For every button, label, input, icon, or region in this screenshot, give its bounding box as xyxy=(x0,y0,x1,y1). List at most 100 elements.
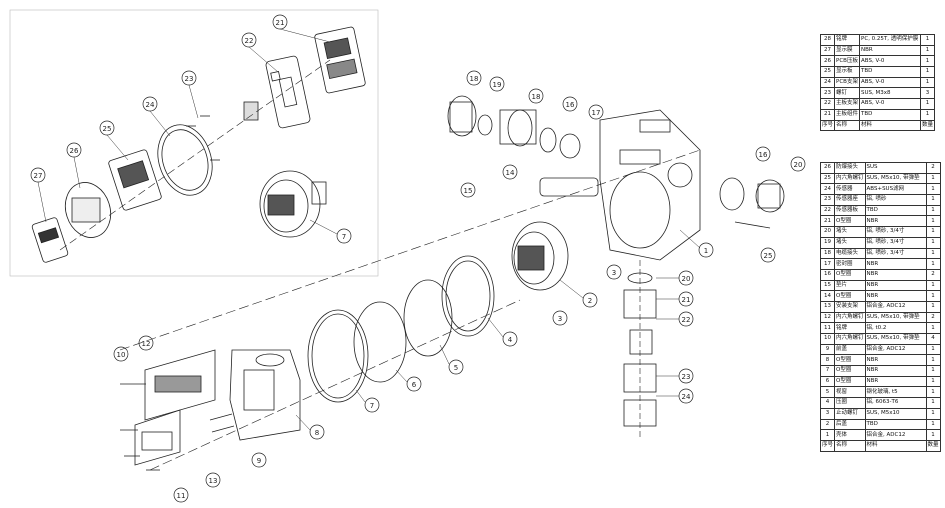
bom-cell-name: 内六角螺钉 xyxy=(834,172,866,185)
bom-cell-name: 安装支架 xyxy=(834,300,866,313)
callout-9: 9 xyxy=(251,452,267,468)
svg-text:15: 15 xyxy=(464,187,473,195)
bom-cell-no: 2 xyxy=(819,418,836,431)
cable-gland xyxy=(499,109,537,147)
bom-cell-material: 铝, 喷砂, 3/4寸 xyxy=(864,247,927,260)
bom-cell-qty: 1 xyxy=(925,322,941,334)
bom-cell-name: PCB压板 xyxy=(834,55,861,68)
bom-cell-material: TBD xyxy=(864,418,927,431)
bom-cell-material: ABS+SUS滤网 xyxy=(864,183,927,196)
bom-row: 序号名称材料数量 xyxy=(819,119,936,132)
callout-2: 2 xyxy=(582,292,598,308)
bom-cell-name: O型圈 xyxy=(834,354,866,367)
bom-cell-qty: 3 xyxy=(920,87,936,100)
bom-cell-qty: 1 xyxy=(925,418,941,431)
bom-cell-qty: 1 xyxy=(920,76,936,89)
bom-cell-material: SUS, M5x10, 带弹垫 xyxy=(864,311,927,324)
bom-cell-no: 1 xyxy=(819,429,836,441)
bom-cell-qty: 1 xyxy=(925,279,941,292)
bom-cell-no: 15 xyxy=(819,279,836,292)
bom-cell-name: O型圈 xyxy=(834,375,866,388)
svg-text:22: 22 xyxy=(682,316,691,324)
callout-1: 1 xyxy=(698,242,714,258)
svg-text:23: 23 xyxy=(185,75,194,83)
inset-assembled-view xyxy=(259,170,327,238)
bom-cell-no: 23 xyxy=(819,87,836,100)
bom-cell-name: 显示膜 xyxy=(834,44,861,57)
callout-7: 7 xyxy=(364,397,380,413)
bom-cell-qty: 1 xyxy=(925,343,941,356)
bom-cell-qty: 1 xyxy=(925,226,941,238)
svg-text:27: 27 xyxy=(34,172,43,180)
bom-cell-name: 内六角螺钉 xyxy=(834,333,866,345)
svg-text:8: 8 xyxy=(315,429,319,437)
bom-cell-no: 21 xyxy=(819,108,836,121)
bom-cell-qty: 1 xyxy=(925,354,941,367)
callout-20a: 20 xyxy=(790,156,806,172)
bom-cell-qty: 1 xyxy=(925,407,941,420)
bom-cell-name: 螺钉 xyxy=(834,87,861,100)
bom-cell-qty: 1 xyxy=(925,215,941,228)
screws-10 xyxy=(120,383,160,471)
bom-cell-name: PCB支架 xyxy=(834,76,861,89)
bom-cell-qty: 1 xyxy=(925,386,941,399)
svg-text:16: 16 xyxy=(759,151,768,159)
bom-cell-material: SUS, M5x10 xyxy=(864,407,927,420)
svg-text:20: 20 xyxy=(794,161,803,169)
bom-cell-material: NBR xyxy=(864,375,927,388)
bom-cell-no: 12 xyxy=(819,311,836,324)
bom-cell-name: 内六角螺钉 xyxy=(834,311,866,324)
bom-cell-qty: 1 xyxy=(920,98,936,110)
inset-pcb-bracket xyxy=(157,124,213,196)
bom-cell-no: 22 xyxy=(819,204,836,217)
svg-text:7: 7 xyxy=(370,402,374,410)
bom-cell-no: 19 xyxy=(819,236,836,249)
window-5 xyxy=(403,279,453,357)
bom-cell-name: 堵头 xyxy=(834,236,866,249)
bom-cell-qty: 1 xyxy=(925,194,941,206)
callout-24: 24 xyxy=(678,388,694,404)
inset-callout-27: 27 xyxy=(30,167,46,183)
nameplate xyxy=(134,409,181,466)
bom-cell-name: 显示板 xyxy=(834,66,861,78)
svg-text:19: 19 xyxy=(493,81,502,89)
inset-display-film xyxy=(31,217,69,263)
bom-cell-no: 10 xyxy=(819,333,836,345)
svg-text:1: 1 xyxy=(704,247,708,255)
bom-cell-qty: 1 xyxy=(925,290,941,302)
svg-text:18: 18 xyxy=(532,93,541,101)
bom-cell-material: NBR xyxy=(864,215,927,228)
bom-cell-material: SUS, M5x10, 带弹垫 xyxy=(864,333,927,345)
bom-cell-qty: 1 xyxy=(925,300,941,313)
bom-cell-material: NBR xyxy=(864,279,927,292)
callout-21: 21 xyxy=(678,291,694,307)
bom-cell-no: 9 xyxy=(819,343,836,356)
svg-text:5: 5 xyxy=(454,364,458,372)
bom-cell-material: PC, 0.25T, 透明保护膜 xyxy=(859,34,922,46)
plug-20 xyxy=(755,179,785,213)
bom-row: 序号名称材料数量 xyxy=(819,439,941,452)
callout-20b: 20 xyxy=(678,270,694,286)
bom-cell-qty: 1 xyxy=(925,236,941,249)
svg-text:11: 11 xyxy=(177,492,186,500)
screw-25 xyxy=(734,221,771,229)
svg-text:2: 2 xyxy=(588,297,592,305)
inset-frame xyxy=(9,9,379,277)
